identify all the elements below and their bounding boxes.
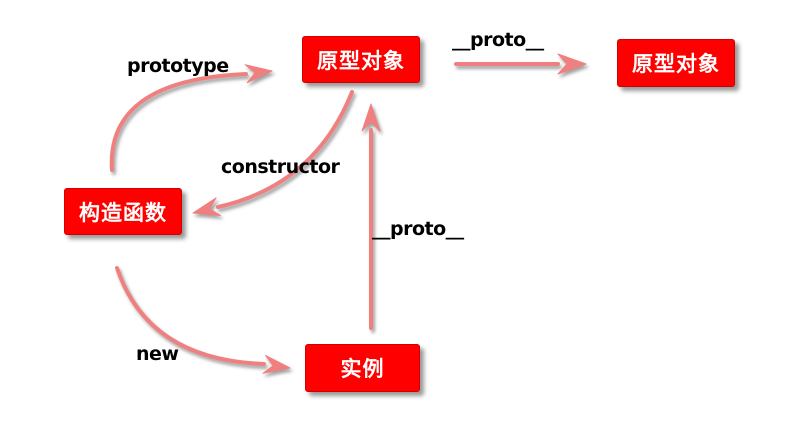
node-instance: 实例	[305, 344, 420, 392]
edge-label-proto-top: __proto__	[452, 29, 544, 51]
edge-label-new: new	[136, 343, 179, 365]
edge-label-proto-vertical: __proto__	[372, 218, 464, 240]
node-label: 原型对象	[317, 48, 405, 73]
edge-label-constructor: constructor	[221, 156, 340, 178]
proto-arrow-horizontal	[454, 53, 587, 75]
node-constructor-function: 构造函数	[64, 188, 182, 235]
proto-arrow-vertical	[361, 103, 381, 330]
new-arrow	[115, 266, 291, 374]
edge-label-prototype: prototype	[127, 55, 229, 77]
node-label: 构造函数	[79, 200, 167, 225]
node-label: 原型对象	[632, 52, 720, 76]
node-label: 实例	[340, 357, 385, 381]
node-prototype-object-top: 原型对象	[302, 36, 420, 83]
prototype-arrow	[109, 64, 273, 172]
node-prototype-object-right: 原型对象	[617, 39, 735, 87]
constructor-arrow	[192, 90, 354, 216]
